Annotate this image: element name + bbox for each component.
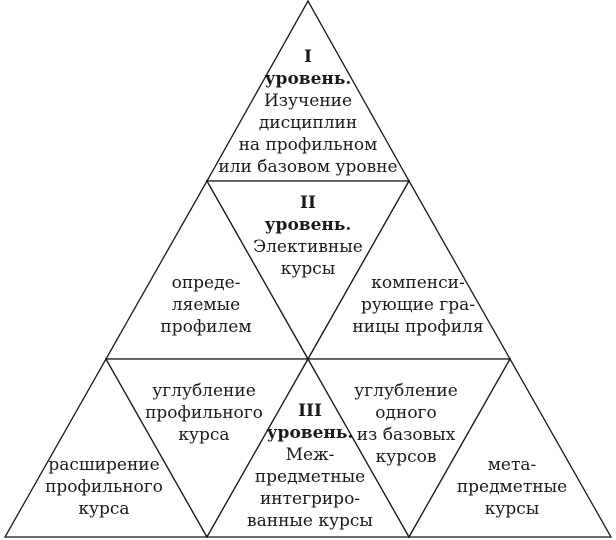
level2-right-line: ницы профиля [352,317,483,337]
level3-label: III уровень. Меж- предметные интегриро- … [247,401,373,531]
level1-text-line: Изучение [264,91,352,111]
level3-right-outer-line: курсы [485,499,540,519]
level1-text-line: дисциплин [259,113,357,133]
level3-right-outer-triangle [407,357,613,538]
level3-heading-line: III [298,401,322,421]
level3-text-line: интегриро- [260,489,360,509]
level3-left-outer-line: профильного [45,477,163,497]
level3-right-outer-label: мета- предметные курсы [457,455,567,519]
level2-left-label: опреде- ляемые профилем [160,273,251,337]
level3-heading-line: уровень. [267,423,354,443]
level3-left-inner-label: углубление профильного курса [145,381,263,445]
level2-right-line: рующие гра- [361,295,475,315]
level1-text-line: на профильном [239,135,378,155]
level1-text-line: или базовом уровне [218,157,397,177]
level3-right-inner-line: углубление [354,381,458,401]
level3-text-line: ванные курсы [247,511,373,531]
level3-text-line: предметные [255,467,365,487]
level2-right-line: компенси- [371,273,464,293]
level3-right-outer-line: мета- [488,455,537,475]
level3-right-inner-line: курсов [376,447,437,467]
level2-heading-line: II [300,193,316,213]
level3-left-inner-line: курса [178,425,229,445]
level3-left-outer-label: расширение профильного курса [45,455,163,519]
level2-heading-line: уровень. [265,215,352,235]
level3-text-line: Меж- [286,445,335,465]
level3-left-inner-line: профильного [145,403,263,423]
level3-left-inner-line: углубление [152,381,256,401]
level3-right-outer-line: предметные [457,477,567,497]
level1-label: I уровень. Изучение дисциплин на профиль… [218,47,397,177]
level2-text-line: Элективные [253,237,363,257]
level2-label: II уровень. Элективные курсы [253,193,363,279]
level2-left-line: ляемые [172,295,240,315]
level2-left-line: опреде- [172,273,241,293]
level3-right-inner-line: одного [375,403,436,423]
level2-right-label: компенси- рующие гра- ницы профиля [352,273,483,337]
level2-left-line: профилем [160,317,251,337]
level1-heading-line: уровень. [265,69,352,89]
level2-text-line: курсы [281,259,336,279]
level3-left-outer-line: курса [78,499,129,519]
level3-right-inner-label: углубление одного из базовых курсов [354,381,458,467]
level3-left-outer-line: расширение [48,455,159,475]
level1-heading-line: I [304,47,312,67]
level3-right-inner-line: из базовых [357,425,456,445]
